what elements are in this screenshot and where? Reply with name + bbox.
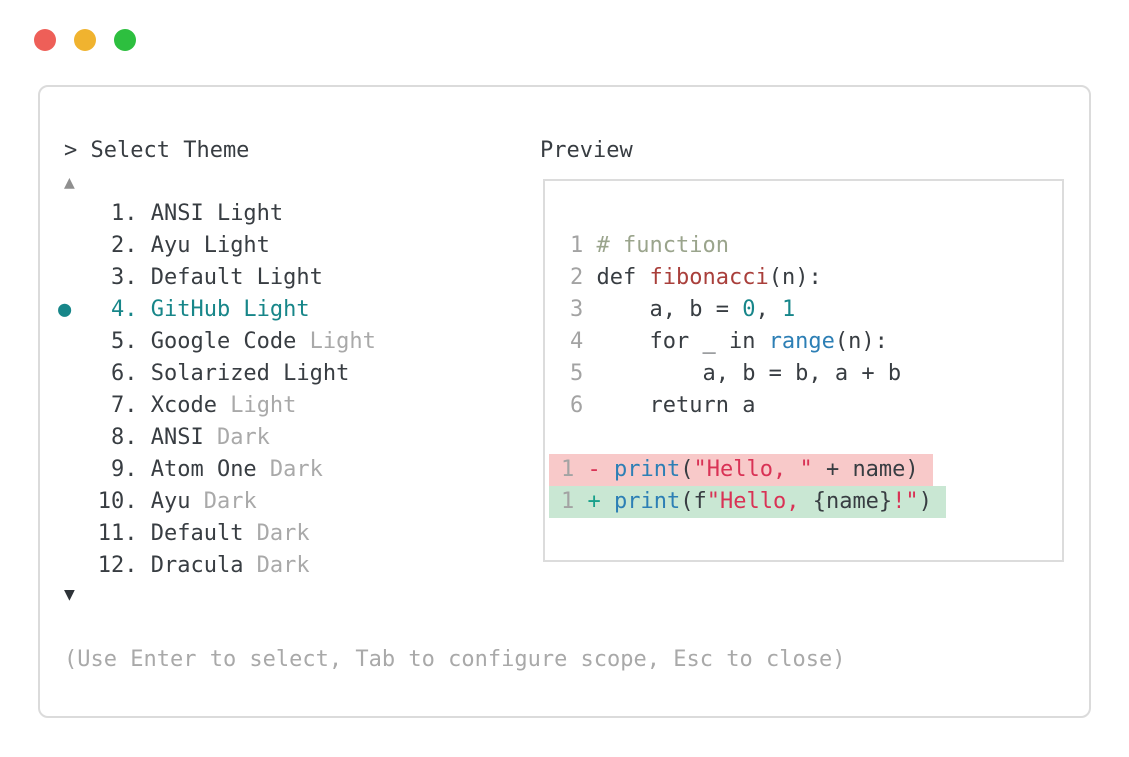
item-number: 7. xyxy=(58,393,151,418)
diff-added-line: 1 + print(f"Hello, {name}!") xyxy=(545,486,1062,518)
item-number: 2. xyxy=(58,233,151,258)
item-number: 3. xyxy=(58,265,151,290)
item-number: 6. xyxy=(58,361,151,386)
theme-variant-dim: Light xyxy=(216,393,297,418)
code-line: 5 a, b = b, a + b xyxy=(545,358,1062,390)
item-number: 9. xyxy=(58,457,151,482)
theme-name: Solarized Light xyxy=(150,361,350,386)
theme-name: ANSI xyxy=(150,425,204,450)
theme-list-item[interactable]: ● 4. GitHub Light xyxy=(58,294,376,326)
code-token-dminus: - xyxy=(587,457,614,482)
theme-list-item[interactable]: 2. Ayu Light xyxy=(58,230,376,262)
theme-name: Atom One xyxy=(150,457,257,482)
code-token-plain: ) xyxy=(918,489,932,514)
code-line: 6 return a xyxy=(545,390,1062,422)
theme-variant-dim: Dark xyxy=(243,521,310,546)
theme-list-item[interactable]: 1. ANSI Light xyxy=(58,198,376,230)
code-token-plain: {name} xyxy=(812,489,893,514)
theme-list-item[interactable]: 11. Default Dark xyxy=(58,518,376,550)
code-token-plain: def xyxy=(596,265,650,290)
theme-list: 1. ANSI Light 2. Ayu Light 3. Default Li… xyxy=(58,198,376,582)
theme-variant-dim: Light xyxy=(296,329,376,354)
theme-name: Xcode xyxy=(150,393,217,418)
theme-list-item[interactable]: 9. Atom One Dark xyxy=(58,454,376,486)
scroll-down-icon[interactable]: ▼ xyxy=(64,584,75,605)
code-token-string: !" xyxy=(892,489,919,514)
code-token-dplus: + xyxy=(587,489,614,514)
code-token-number: 0 xyxy=(742,297,756,322)
window-controls xyxy=(34,29,136,51)
code-token-plain: (n): xyxy=(834,329,888,354)
item-number: 5. xyxy=(58,329,151,354)
keyboard-hints: (Use Enter to select, Tab to configure s… xyxy=(64,647,846,672)
code-token-plain: for _ in xyxy=(596,329,769,354)
code-token-plain: + name) xyxy=(812,457,919,482)
code-token-plain: return a xyxy=(596,393,756,418)
code-line: 4 for _ in range(n): xyxy=(545,326,1062,358)
theme-name: Google Code xyxy=(150,329,297,354)
line-number: 3 xyxy=(570,297,597,322)
code-token-call: print xyxy=(614,489,681,514)
scroll-up-icon[interactable]: ▲ xyxy=(64,172,75,193)
theme-name: Default xyxy=(150,521,244,546)
item-number: 1. xyxy=(58,201,151,226)
zoom-button[interactable] xyxy=(114,29,136,51)
code-token-plain: ( xyxy=(680,457,694,482)
theme-list-item[interactable]: 10. Ayu Dark xyxy=(58,486,376,518)
code-token-string: "Hello, xyxy=(706,489,813,514)
item-number: 12. xyxy=(58,553,151,578)
code-line: 1 # function xyxy=(545,230,1062,262)
theme-list-item[interactable]: 7. Xcode Light xyxy=(58,390,376,422)
line-number: 4 xyxy=(570,329,597,354)
theme-name: Ayu Light xyxy=(150,233,270,258)
theme-list-item[interactable]: 12. Dracula Dark xyxy=(58,550,376,582)
code-line: 2 def fibonacci(n): xyxy=(545,262,1062,294)
preview-label: Preview xyxy=(540,138,633,163)
code-token-call: print xyxy=(614,457,681,482)
item-number: 8. xyxy=(58,425,151,450)
theme-list-item[interactable]: 8. ANSI Dark xyxy=(58,422,376,454)
select-theme-title: > Select Theme xyxy=(64,138,250,163)
line-number: 1 xyxy=(561,489,588,514)
diff-removed-line: 1 - print("Hello, " + name) xyxy=(545,454,1062,486)
code-token-plain: a, b = b, a + b xyxy=(596,361,902,386)
line-number: 1 xyxy=(570,233,597,258)
theme-picker-window: > Select Theme Preview ▲ 1. ANSI Light 2… xyxy=(38,85,1091,718)
diff-highlight: 1 + print(f"Hello, {name}!") xyxy=(549,486,946,518)
theme-variant-dim: Dark xyxy=(190,489,257,514)
code-token-number: 1 xyxy=(781,297,796,322)
code-token-string: "Hello, " xyxy=(693,457,813,482)
theme-variant-dim: Dark xyxy=(203,425,270,450)
theme-name: GitHub Light xyxy=(150,297,310,322)
theme-variant-dim: Dark xyxy=(256,457,323,482)
line-number: 6 xyxy=(570,393,597,418)
theme-list-item[interactable]: 5. Google Code Light xyxy=(58,326,376,358)
code-blank-line xyxy=(545,422,1062,454)
code-token-call: range xyxy=(768,329,835,354)
line-number: 5 xyxy=(570,361,597,386)
item-number: 11. xyxy=(58,521,151,546)
code-token-func: fibonacci xyxy=(649,265,769,290)
theme-list-item[interactable]: 6. Solarized Light xyxy=(58,358,376,390)
theme-name: Default Light xyxy=(150,265,323,290)
theme-variant-dim: Dark xyxy=(243,553,310,578)
code-token-plain: , xyxy=(755,297,782,322)
code-token-plain: (f xyxy=(680,489,707,514)
code-line: 3 a, b = 0, 1 xyxy=(545,294,1062,326)
code-token-plain: (n): xyxy=(768,265,822,290)
minimize-button[interactable] xyxy=(74,29,96,51)
diff-highlight: 1 - print("Hello, " + name) xyxy=(549,454,933,486)
line-number: 2 xyxy=(570,265,597,290)
code-token-comment: # function xyxy=(596,233,729,258)
item-number: 10. xyxy=(58,489,151,514)
code-token-plain: a, b = xyxy=(596,297,743,322)
theme-name: ANSI Light xyxy=(150,201,284,226)
theme-name: Dracula xyxy=(150,553,244,578)
close-button[interactable] xyxy=(34,29,56,51)
theme-name: Ayu xyxy=(150,489,191,514)
line-number: 1 xyxy=(561,457,588,482)
selected-bullet-icon: ● 4. xyxy=(58,297,151,322)
theme-list-item[interactable]: 3. Default Light xyxy=(58,262,376,294)
